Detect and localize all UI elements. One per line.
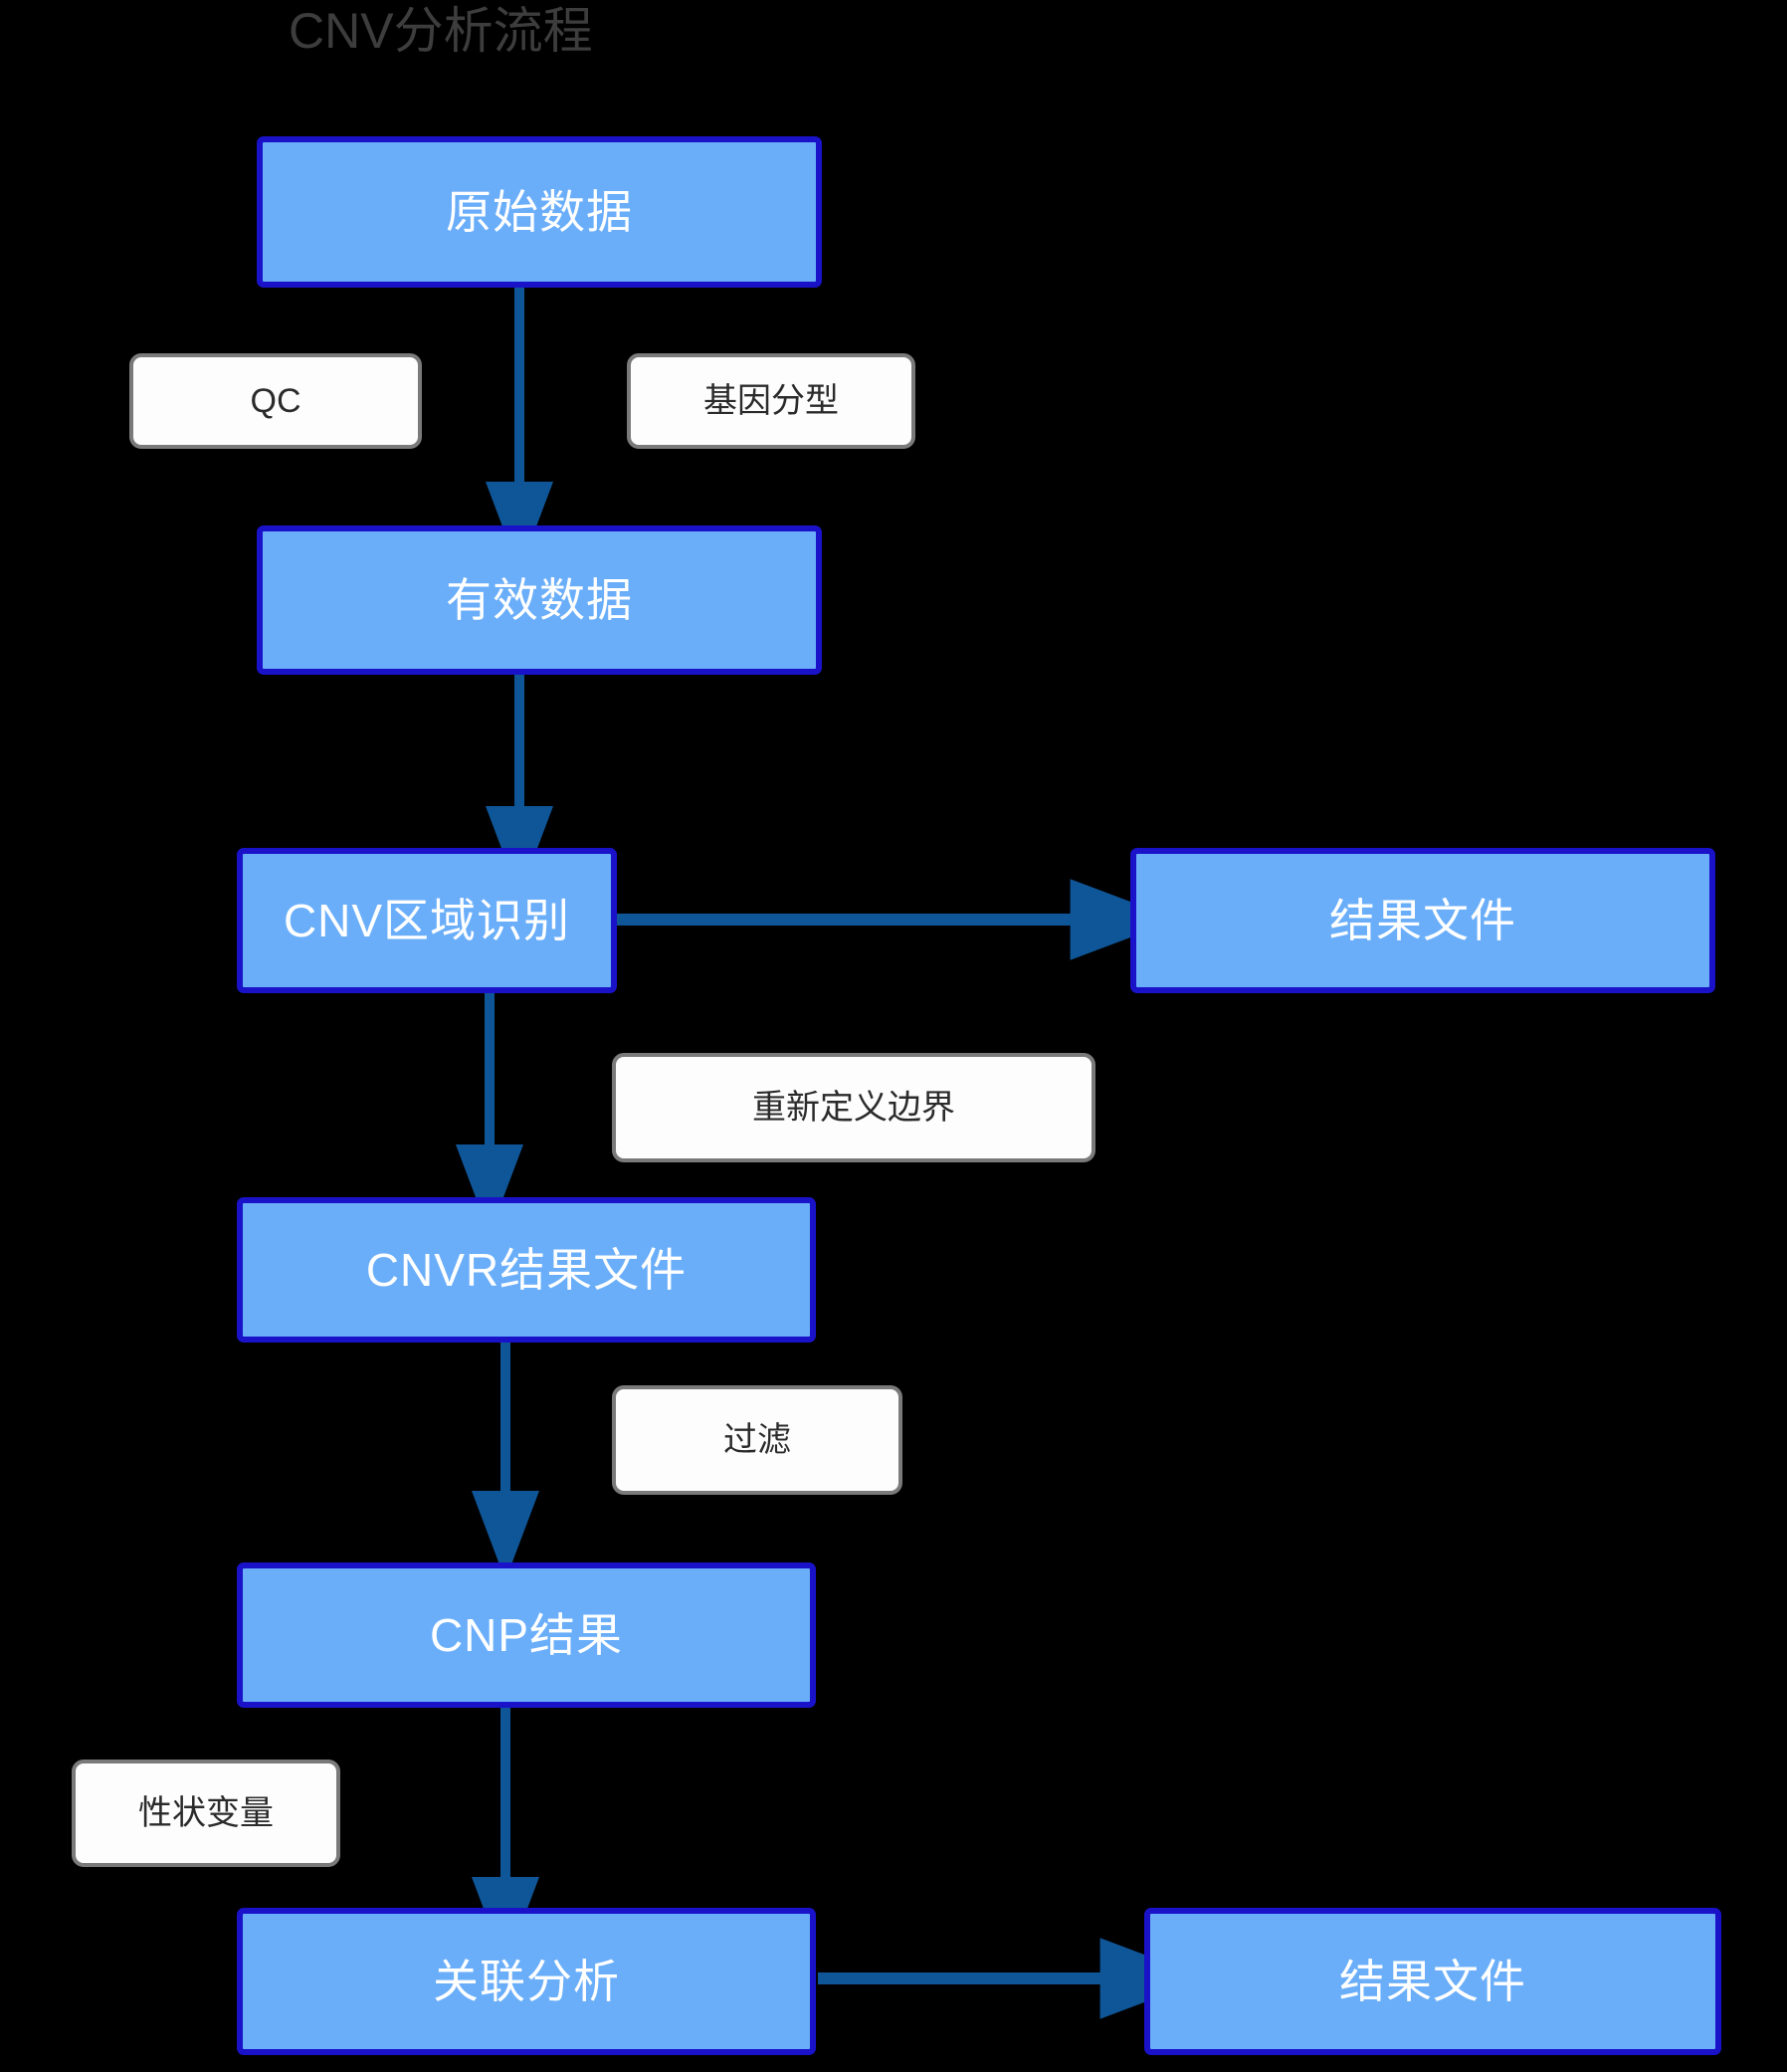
- node-assoc-analysis[interactable]: 关联分析: [237, 1908, 816, 2055]
- node-result-file-bottom[interactable]: 结果文件: [1144, 1908, 1721, 2055]
- node-assoc-analysis-label: 关联分析: [433, 1956, 620, 2007]
- node-cnvr-result-label: CNVR结果文件: [365, 1244, 688, 1296]
- edge-label-redefine-bound-text: 重新定义边界: [752, 1089, 955, 1127]
- node-cnv-region-id[interactable]: CNV区域识别: [237, 848, 617, 993]
- node-valid-data-label: 有效数据: [446, 574, 633, 626]
- node-result-file-top[interactable]: 结果文件: [1130, 848, 1715, 993]
- edge-label-filter-text: 过滤: [723, 1421, 791, 1459]
- node-cnp-result-label: CNP结果: [429, 1609, 624, 1661]
- node-cnp-result[interactable]: CNP结果: [237, 1562, 816, 1708]
- node-cnv-region-id-label: CNV区域识别: [283, 895, 571, 946]
- edge-label-filter: 过滤: [612, 1385, 902, 1495]
- edge-label-redefine-bound: 重新定义边界: [612, 1053, 1095, 1162]
- page-title: CNV分析流程: [289, 3, 593, 59]
- node-raw-data-label: 原始数据: [446, 186, 633, 238]
- edge-label-trait-variable-text: 性状变量: [138, 1794, 274, 1832]
- edge-label-qc: QC: [129, 353, 422, 449]
- edge-label-qc-text: QC: [250, 382, 301, 420]
- node-cnvr-result[interactable]: CNVR结果文件: [237, 1197, 816, 1343]
- node-raw-data[interactable]: 原始数据: [257, 136, 822, 288]
- edge-label-genotyping-text: 基因分型: [703, 382, 839, 420]
- node-valid-data[interactable]: 有效数据: [257, 525, 822, 675]
- edge-label-genotyping: 基因分型: [627, 353, 915, 449]
- node-result-file-top-label: 结果文件: [1329, 895, 1516, 946]
- node-result-file-bottom-label: 结果文件: [1339, 1956, 1526, 2007]
- edge-label-trait-variable: 性状变量: [72, 1760, 340, 1867]
